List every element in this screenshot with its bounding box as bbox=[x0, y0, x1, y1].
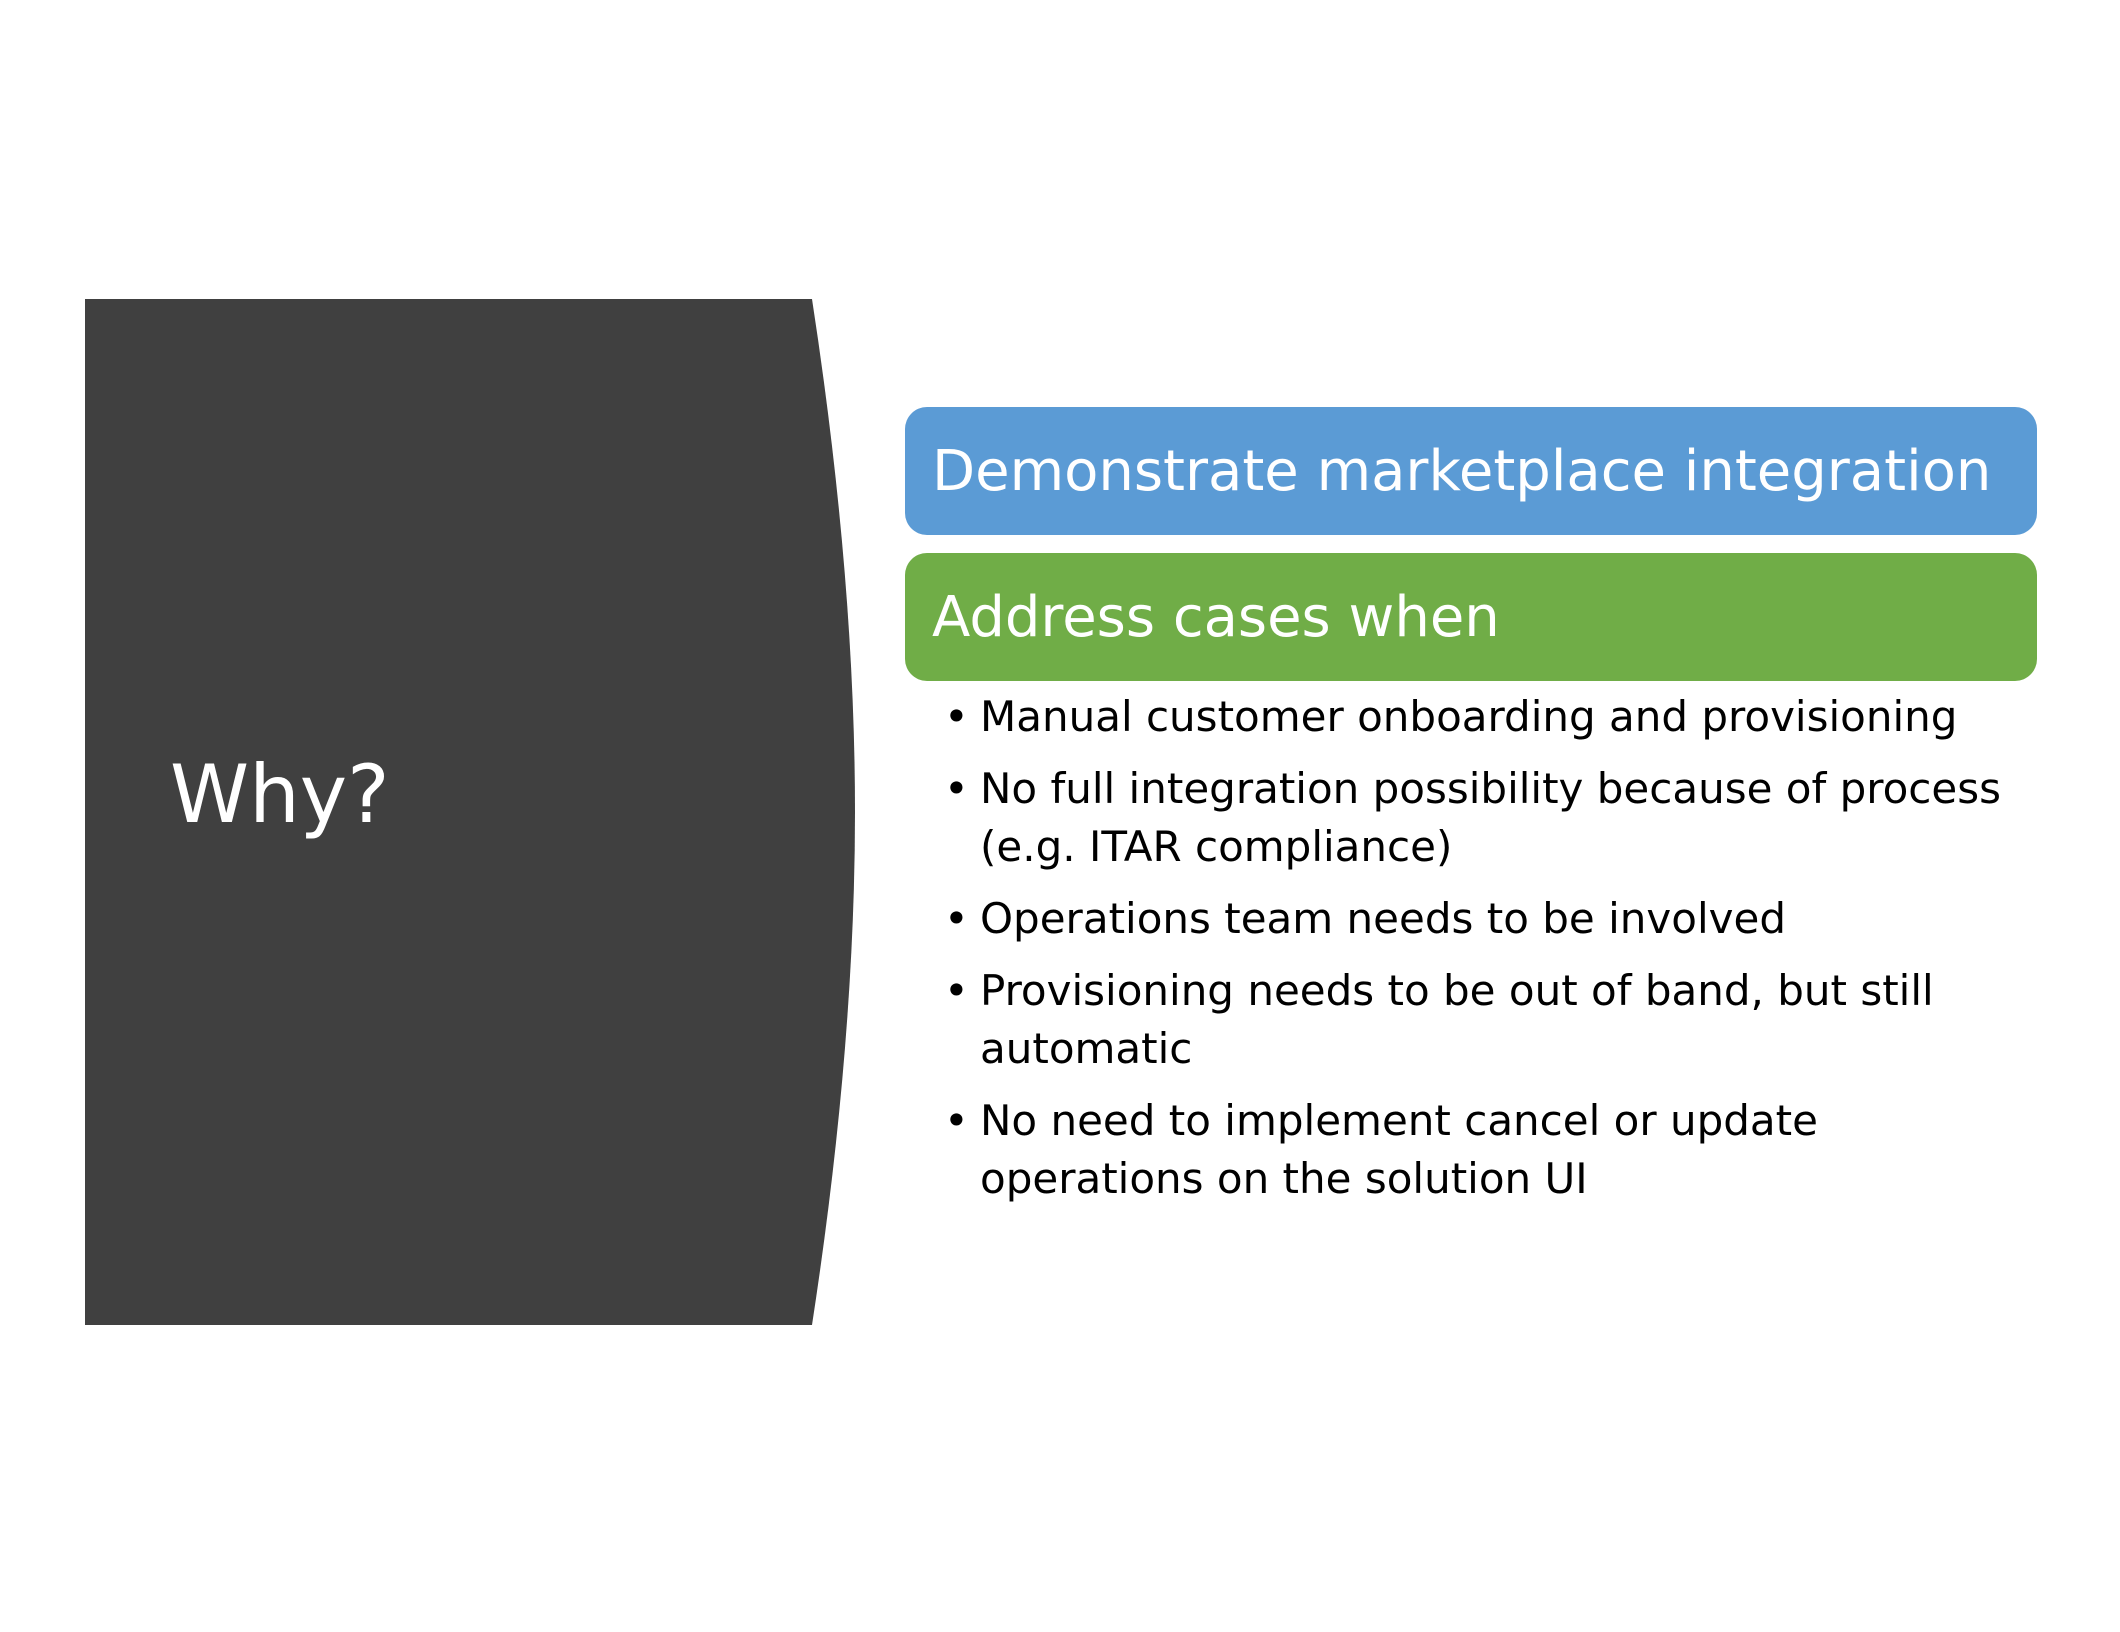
list-item-text: Provisioning needs to be out of band, bu… bbox=[980, 966, 1934, 1073]
bullet-dot-icon: • bbox=[944, 894, 969, 943]
bullet-dot-icon: • bbox=[944, 764, 969, 813]
header-box-marketplace: Demonstrate marketplace integration bbox=[905, 407, 2037, 535]
list-item: • Manual customer onboarding and provisi… bbox=[940, 688, 2040, 746]
list-item-text: No full integration possibility because … bbox=[980, 764, 2002, 871]
bullet-dot-icon: • bbox=[944, 966, 969, 1015]
bullet-dot-icon: • bbox=[944, 692, 969, 741]
bullet-list: • Manual customer onboarding and provisi… bbox=[940, 688, 2040, 1222]
title-panel bbox=[85, 299, 855, 1325]
list-item: • No need to implement cancel or update … bbox=[940, 1092, 2040, 1208]
list-item-text: Manual customer onboarding and provision… bbox=[980, 692, 1958, 741]
header-box-address-cases: Address cases when bbox=[905, 553, 2037, 681]
list-item: • No full integration possibility becaus… bbox=[940, 760, 2040, 876]
slide-title: Why? bbox=[170, 748, 390, 841]
list-item-text: No need to implement cancel or update op… bbox=[980, 1096, 1818, 1203]
list-item: • Operations team needs to be involved bbox=[940, 890, 2040, 948]
bullet-dot-icon: • bbox=[944, 1096, 969, 1145]
header-box-address-cases-label: Address cases when bbox=[932, 584, 1500, 650]
list-item: • Provisioning needs to be out of band, … bbox=[940, 962, 2040, 1078]
list-item-text: Operations team needs to be involved bbox=[980, 894, 1786, 943]
title-panel-shape bbox=[85, 299, 855, 1325]
header-box-marketplace-label: Demonstrate marketplace integration bbox=[932, 438, 1992, 504]
